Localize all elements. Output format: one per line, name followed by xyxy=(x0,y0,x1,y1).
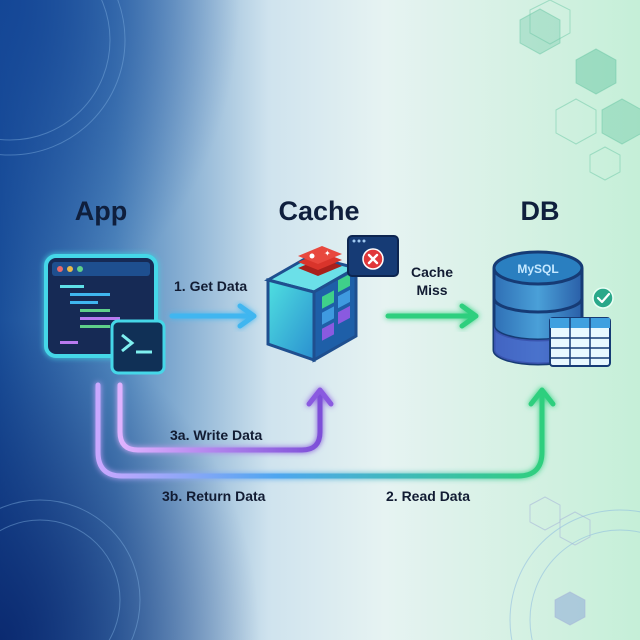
label-cache-miss-1: Cache xyxy=(410,264,454,280)
arrow-write-data xyxy=(117,382,334,453)
arrow-cache-miss xyxy=(385,303,479,329)
arrow-get-data xyxy=(169,303,257,329)
title-cache: Cache xyxy=(278,196,360,226)
label-read-data: 2. Read Data xyxy=(386,488,471,504)
cache-cube-icon xyxy=(264,254,360,363)
label-cache-miss-2: Miss xyxy=(416,282,448,298)
arrow-read-return xyxy=(95,382,556,479)
title-app: App xyxy=(74,196,128,226)
svg-text:✦: ✦ xyxy=(324,249,331,258)
db-table-icon xyxy=(549,317,611,367)
title-db: DB xyxy=(520,196,560,226)
label-return-data: 3b. Return Data xyxy=(162,488,266,504)
label-get-data: 1. Get Data xyxy=(174,278,248,294)
mysql-logo: MySQL xyxy=(517,262,558,276)
error-window-icon xyxy=(347,235,399,277)
check-badge-icon xyxy=(592,287,614,309)
decor-hexagons-bottom xyxy=(529,496,591,626)
redis-logo-icon: ✦ xyxy=(298,246,342,276)
label-write-data: 3a. Write Data xyxy=(170,427,263,443)
terminal-icon xyxy=(110,319,166,375)
decor-hexagons xyxy=(519,0,640,181)
